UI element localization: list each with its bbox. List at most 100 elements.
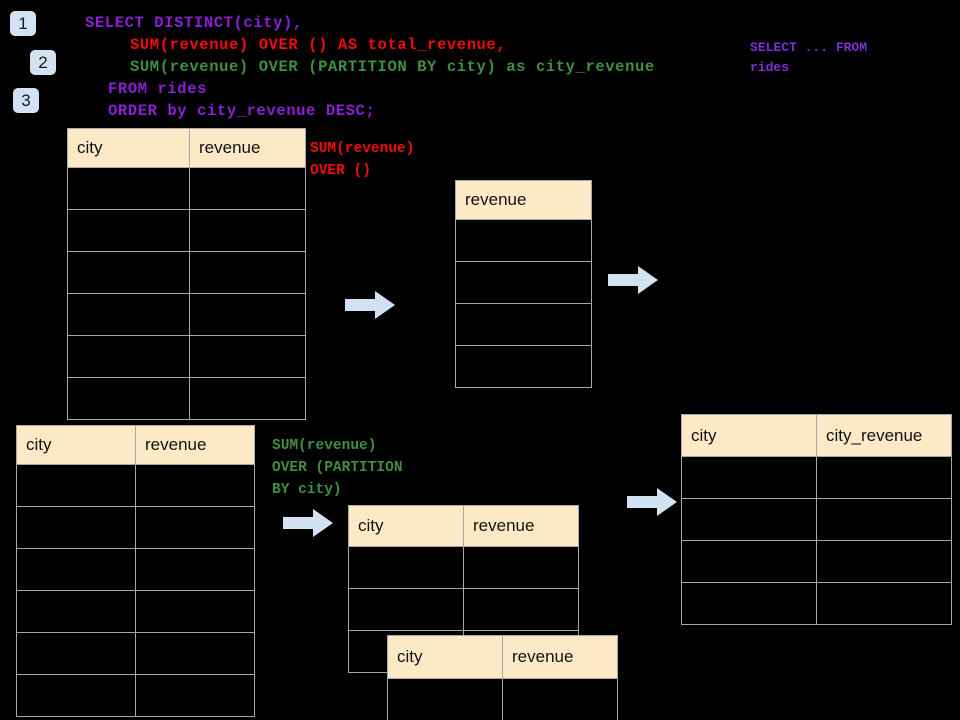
sum-over-partition-note: SUM(revenue) OVER (PARTITION BY city) [272, 438, 403, 498]
table-cell [67, 377, 190, 420]
table-header-row: revenue [455, 180, 592, 220]
step-badge-3: 3 [13, 88, 39, 113]
column-header-revenue: revenue [502, 635, 618, 679]
step-badge-2: 2 [30, 50, 56, 75]
sum-over-empty-note: SUM(revenue) OVER () [310, 141, 415, 179]
select-from-rides-note: SELECT ... FROM rides [750, 40, 868, 75]
table-cell [135, 506, 255, 549]
table-cell [189, 209, 306, 252]
table-cell [455, 219, 592, 262]
table-cell [16, 548, 136, 591]
table-cell [681, 540, 817, 583]
arrow-source-to-total [345, 291, 395, 319]
table-row [67, 209, 306, 252]
table-cell [502, 678, 618, 720]
table-row [455, 303, 592, 346]
column-header-revenue: revenue [189, 128, 306, 168]
table-cell [463, 546, 579, 589]
table-cell [816, 582, 952, 625]
table-row [16, 590, 255, 633]
table-cell [16, 464, 136, 507]
table-cell [189, 293, 306, 336]
column-header-revenue: revenue [135, 425, 255, 465]
step-badge-1: 1 [10, 11, 36, 36]
table-cell [463, 588, 579, 631]
table-cell [189, 167, 306, 210]
table-cell [387, 678, 503, 720]
table-cell [681, 498, 817, 541]
table-cell [135, 674, 255, 717]
column-header-city: city [387, 635, 503, 679]
table-cell [189, 377, 306, 420]
table-cell [16, 632, 136, 675]
table-row [16, 632, 255, 675]
table-cell [455, 345, 592, 388]
sql-line-5: ORDER by city_revenue DESC; [108, 102, 376, 120]
table-cell [816, 498, 952, 541]
sql-line-2: SUM(revenue) OVER () AS total_revenue, [130, 36, 507, 54]
table-cell [135, 590, 255, 633]
table-row [455, 261, 592, 304]
table-cell [67, 209, 190, 252]
table-row [681, 456, 952, 499]
table-row [387, 678, 618, 720]
total-revenue-table: revenue [455, 180, 592, 388]
table-cell [16, 590, 136, 633]
table-cell [348, 546, 464, 589]
table-row [16, 464, 255, 507]
table-cell [135, 464, 255, 507]
table-cell [67, 167, 190, 210]
arrow-partition-to-result [627, 488, 677, 516]
column-header-revenue: revenue [455, 180, 592, 220]
table-row [455, 219, 592, 262]
table-row [681, 540, 952, 583]
table-row [67, 293, 306, 336]
table-row [681, 582, 952, 625]
table-cell [455, 303, 592, 346]
table-row [455, 345, 592, 388]
sql-line-4: FROM rides [108, 80, 208, 98]
table-row [348, 588, 579, 631]
table-cell [16, 506, 136, 549]
column-header-city: city [67, 128, 190, 168]
table-row [16, 548, 255, 591]
table-row [681, 498, 952, 541]
table-row [67, 167, 306, 210]
table-cell [16, 674, 136, 717]
table-cell [67, 293, 190, 336]
sql-line-1: SELECT DISTINCT(city), [85, 14, 303, 32]
table-row [67, 377, 306, 420]
table-cell [681, 582, 817, 625]
table-cell [189, 335, 306, 378]
arrow-source-to-partition [283, 509, 333, 537]
table-cell [189, 251, 306, 294]
column-header-revenue: revenue [463, 505, 579, 547]
table-row [16, 674, 255, 717]
table-cell [135, 548, 255, 591]
table-row [16, 506, 255, 549]
table-cell [681, 456, 817, 499]
column-header-city_revenue: city_revenue [816, 414, 952, 457]
table-cell [455, 261, 592, 304]
sql-line-3: SUM(revenue) OVER (PARTITION BY city) as… [130, 58, 655, 76]
arrow-total-to-result [608, 266, 658, 294]
table-row [348, 546, 579, 589]
table-cell [135, 632, 255, 675]
table-row [67, 251, 306, 294]
table-cell [67, 251, 190, 294]
table-cell [67, 335, 190, 378]
table-cell [816, 456, 952, 499]
column-header-city: city [16, 425, 136, 465]
table-cell [816, 540, 952, 583]
table-row [67, 335, 306, 378]
column-header-city: city [681, 414, 817, 457]
